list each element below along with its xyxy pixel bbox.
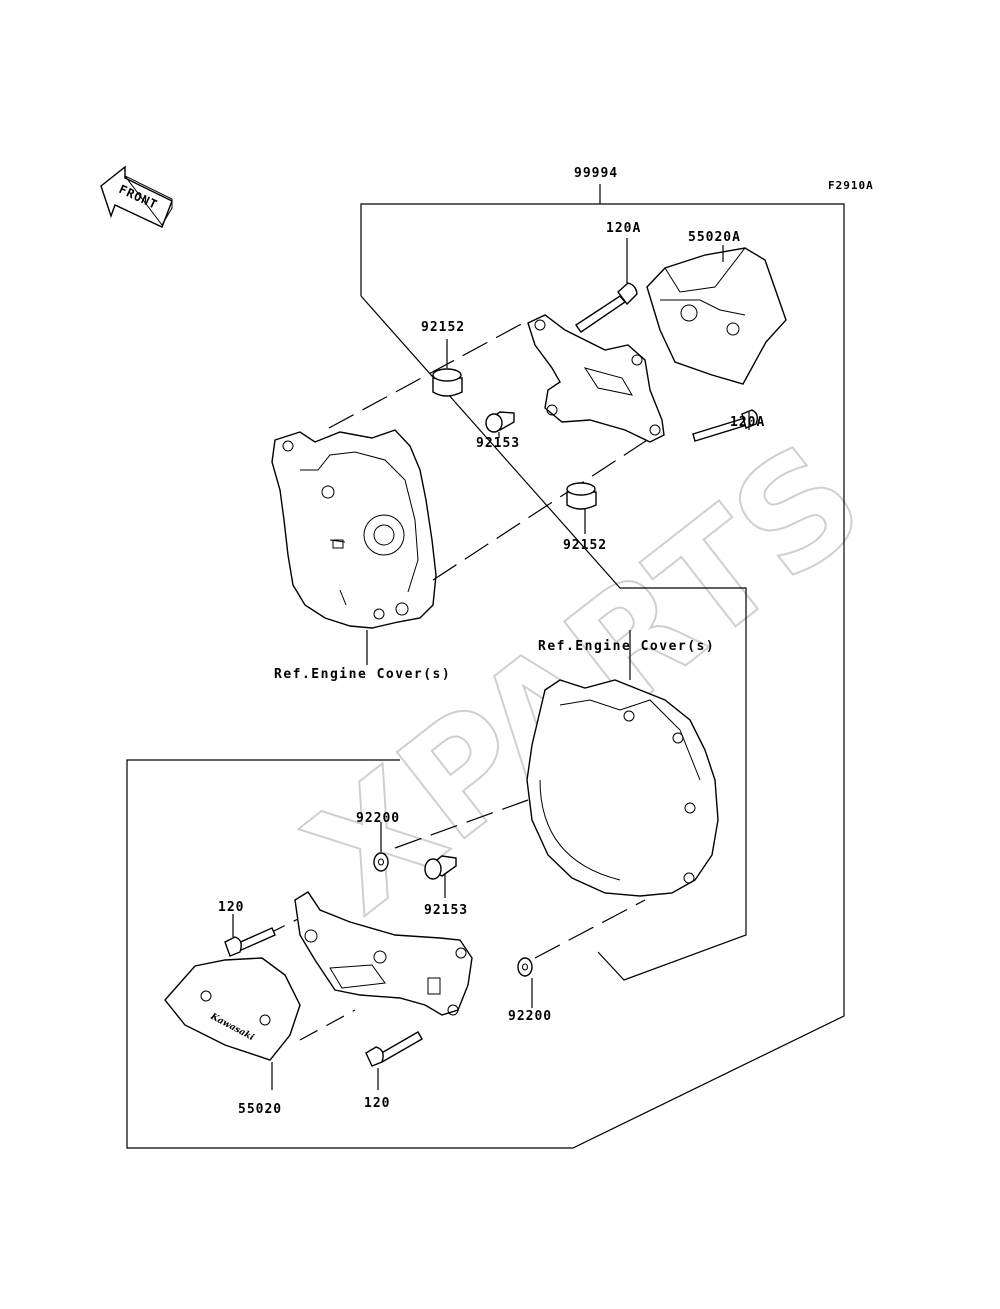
label-55020: 55020 [238,1102,282,1117]
label-92153-top: 92153 [476,436,520,451]
bolt-120A-top [575,282,638,333]
label-92152-bottom: 92152 [563,538,607,553]
washer-92200-top [373,852,389,872]
slider-55020: Kawasaki [164,957,301,1061]
upper-engine-cover [271,429,437,629]
washer-92200-right [517,957,533,977]
label-92153-bottom: 92153 [424,903,468,918]
front-arrow-icon: FRONT [100,165,173,228]
label-120-left: 120 [218,900,244,915]
lower-engine-cover [526,679,719,897]
label-120A-right: 120A [730,415,765,430]
upper-bracket [527,314,665,443]
label-55020A: 55020A [688,230,741,245]
label-120-bottom: 120 [364,1096,390,1111]
figure-code: F2910A [828,179,874,192]
slider-55020A [646,247,787,385]
label-92200-top: 92200 [356,811,400,826]
bolt-92153-top [485,411,515,433]
label-92200-right: 92200 [508,1009,552,1024]
spacer-92152-top [432,368,463,397]
label-92152-top: 92152 [421,320,465,335]
bolt-120-bottom [365,1031,423,1067]
label-120A-top: 120A [606,221,641,236]
lower-bracket [294,891,473,1016]
bolt-120A-right [692,409,759,442]
spacer-92152-bottom [566,482,597,510]
ref-engine-cover-lower: Ref.Engine Cover(s) [538,639,715,654]
ref-engine-cover-upper: Ref.Engine Cover(s) [274,667,451,682]
bolt-92153-bottom [424,855,457,880]
bolt-120-left [224,927,276,957]
upper-assembly-frame [126,184,845,1149]
assembly-number-label: 99994 [574,166,618,181]
